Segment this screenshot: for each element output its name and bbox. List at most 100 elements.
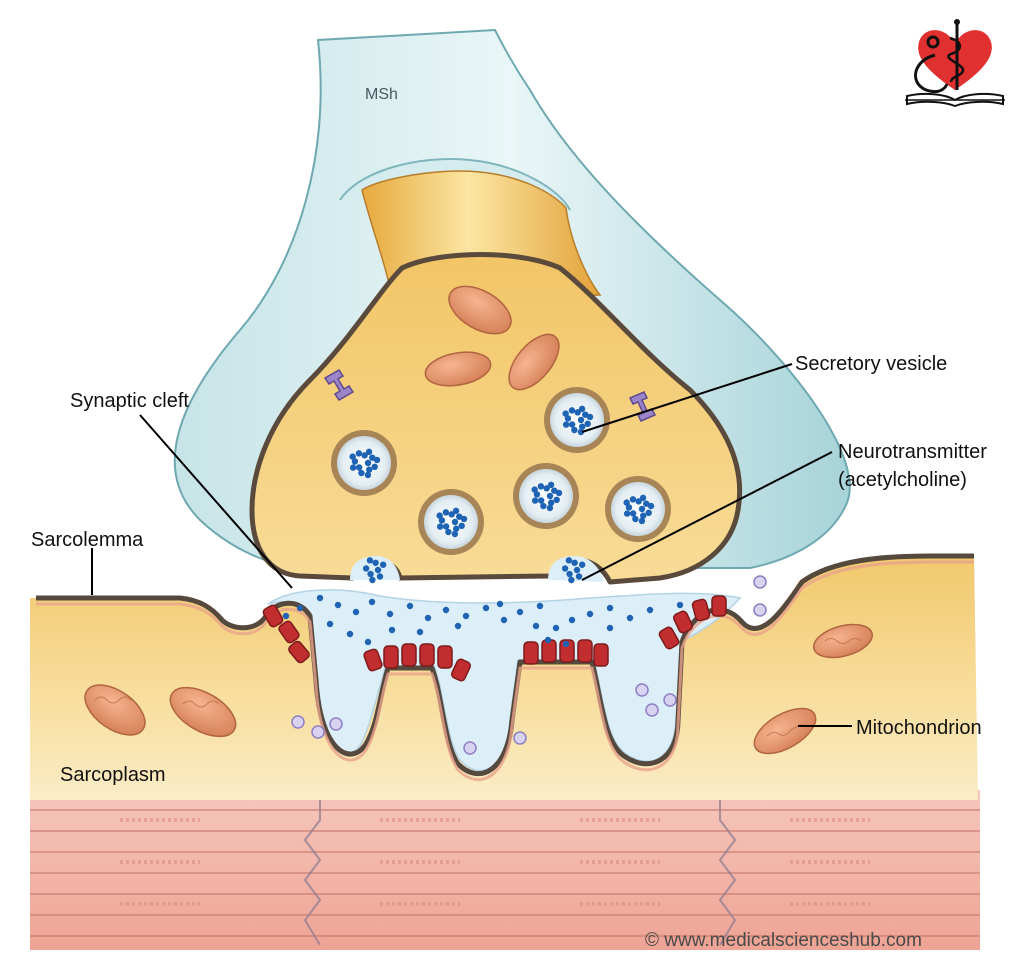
ach-molecule — [442, 509, 450, 516]
ach-molecule — [369, 576, 376, 584]
ach-molecule — [368, 598, 376, 606]
basal-lamina-line — [36, 560, 974, 782]
ach-molecule — [643, 500, 650, 507]
ach-molecule — [571, 426, 578, 434]
ach-molecule — [547, 499, 555, 506]
label-sheath: MSh — [365, 86, 398, 103]
ach-molecule — [578, 423, 586, 430]
ach-molecule — [442, 523, 450, 530]
ach-molecule — [361, 452, 368, 459]
ach-molecule — [629, 496, 637, 503]
ach-molecule — [362, 565, 370, 572]
ach-molecule — [543, 485, 550, 492]
ach-molecule — [544, 636, 552, 644]
ach-molecule — [626, 614, 634, 622]
ach-molecule — [537, 483, 545, 490]
label-synaptic-cleft: Synaptic cleft — [70, 390, 189, 412]
ach-molecule — [586, 413, 594, 421]
copyright-notice: © www.medicalscienceshub.com — [645, 930, 922, 951]
ach-molecule — [562, 410, 569, 417]
ach-molecule — [533, 491, 541, 498]
terminal-mitochondria — [424, 285, 560, 391]
ach-molecule — [551, 487, 558, 494]
cholinesterase-particles — [291, 575, 767, 755]
ach-molecule — [369, 454, 376, 461]
ach-molecule — [565, 557, 573, 564]
ach-molecule — [416, 628, 424, 636]
ach-molecule — [451, 530, 459, 538]
ach-molecule — [645, 509, 652, 517]
ach-molecule — [500, 616, 508, 624]
ach-molecule — [540, 502, 547, 510]
ach-molecule — [364, 638, 372, 646]
label-neurotransmitter-subtitle: (acetylcholine) — [838, 469, 967, 491]
ach-molecule — [646, 606, 654, 614]
ach-molecule — [635, 498, 642, 505]
ach-molecule — [638, 505, 646, 513]
heart-caduceus-logo-icon — [905, 19, 1005, 108]
ach-molecule — [629, 510, 637, 517]
ach-molecule — [445, 528, 452, 536]
vesicle — [513, 463, 579, 529]
ach-molecule — [379, 561, 387, 568]
ach-molecule — [623, 510, 631, 517]
ach-molecule — [582, 411, 589, 418]
ach-molecule — [571, 559, 578, 566]
ach-molecule — [346, 630, 354, 638]
ach-molecule — [424, 614, 432, 622]
ach-molecule — [584, 420, 591, 428]
ach-molecule — [568, 421, 576, 428]
ach-molecule — [454, 622, 462, 630]
ach-molecule — [606, 604, 614, 612]
ach-molecule — [374, 566, 382, 574]
exocytosis-pocket-left — [350, 556, 400, 580]
ach-molecule — [577, 416, 585, 424]
ach-molecule — [555, 489, 563, 497]
ach-molecule — [531, 486, 538, 493]
label-neurotransmitter: Neurotransmitter — [838, 441, 987, 463]
ach-molecule — [531, 497, 539, 504]
ach-molecule — [553, 496, 560, 504]
ach-molecule — [639, 494, 647, 502]
ach-molecule — [460, 515, 468, 523]
ach-molecule — [355, 450, 363, 457]
ach-molecule — [373, 456, 381, 464]
ach-molecule — [282, 612, 290, 620]
ach-molecule — [574, 409, 581, 416]
ach-molecule — [625, 504, 633, 511]
label-sarcolemma: Sarcolemma — [31, 529, 144, 551]
ach-molecule — [456, 513, 463, 520]
ach-molecule — [568, 407, 576, 414]
secretory-vesicles — [331, 387, 671, 555]
ach-molecule — [364, 459, 372, 467]
ach-molecule — [623, 499, 630, 506]
vesicle — [605, 476, 671, 542]
ach-molecule — [566, 570, 573, 578]
ach-molecule — [482, 604, 490, 612]
ach-molecule — [349, 464, 357, 471]
ach-molecule — [355, 464, 363, 471]
ach-molecule — [578, 405, 586, 413]
ach-molecule — [452, 507, 460, 515]
ach-molecule — [536, 602, 544, 610]
sarcolemma-membrane — [36, 553, 974, 777]
ach-molecule — [561, 565, 569, 572]
ach-molecule — [568, 576, 575, 584]
vesicle — [418, 489, 484, 555]
ach-molecule — [564, 415, 572, 422]
calcium-channels — [323, 369, 657, 422]
label-secretory-vesicle: Secretory vesicle — [795, 353, 947, 375]
ach-molecule — [562, 640, 570, 648]
ach-molecule — [386, 610, 394, 618]
ach-molecule — [586, 610, 594, 618]
ach-molecule — [296, 604, 304, 612]
ach-molecule — [364, 471, 372, 479]
ach-molecule — [568, 616, 576, 624]
ach-molecule — [351, 458, 359, 465]
ach-molecule — [546, 504, 554, 512]
ach-molecule — [406, 602, 414, 610]
ach-molecule — [448, 511, 455, 518]
ach-molecule — [326, 620, 334, 628]
ach-molecule — [547, 481, 555, 489]
label-mitochondrion: Mitochondrion — [856, 717, 982, 739]
